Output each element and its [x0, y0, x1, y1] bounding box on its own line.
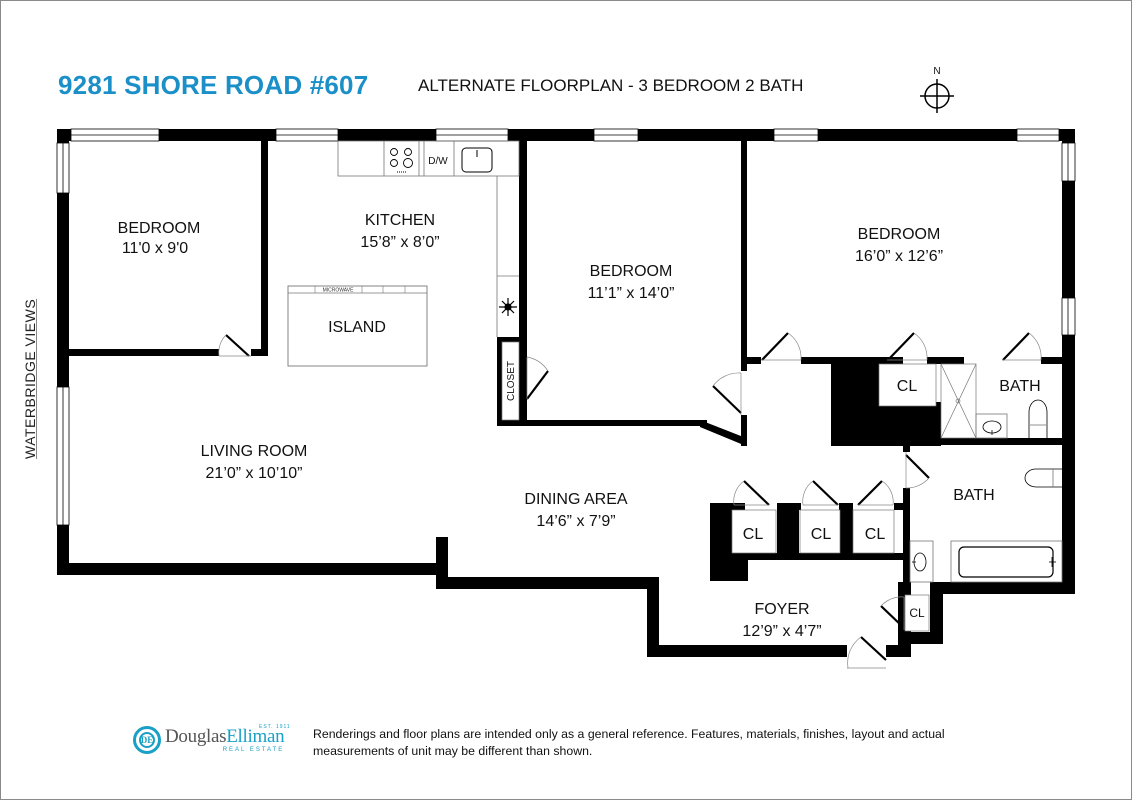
bath2-fixtures: [909, 468, 1063, 583]
footer: DE DouglasElliman REAL ESTATE EST. 1911 …: [133, 724, 993, 760]
stove-icon: [390, 148, 413, 173]
closet-label: CLOSET: [506, 361, 517, 401]
closet-label-4: CL: [865, 526, 886, 543]
bedroom-2-dims: 11’1” x 14’0”: [588, 285, 675, 302]
windows: [56, 128, 1076, 526]
bedroom-3-dims: 16’0” x 12’6”: [855, 248, 943, 265]
bath1-fixtures: [975, 399, 1048, 439]
compass-label: N: [933, 66, 940, 77]
closet-label-5: CL: [909, 606, 925, 620]
bedroom-3-name: BEDROOM: [858, 226, 941, 243]
closet-label-1: CL: [897, 378, 918, 395]
disclaimer-text: Renderings and floor plans are intended …: [313, 727, 945, 758]
closet-label-3: CL: [811, 526, 832, 543]
bedroom-1-dims: 11'0 x 9'0: [122, 240, 188, 257]
closet-label-2: CL: [743, 526, 764, 543]
microwave-label: MICROWAVE: [323, 288, 354, 294]
brand-established: EST. 1911: [259, 724, 291, 730]
shower-icon: [940, 363, 977, 439]
dining-area-dims: 14’6” x 7’9”: [536, 513, 615, 530]
kitchen-dims: 15’8” x 8’0”: [360, 234, 439, 251]
bedroom-1-name: BEDROOM: [118, 220, 201, 237]
foyer-name: FOYER: [754, 601, 809, 618]
property-title: 9281 SHORE ROAD #607: [58, 70, 369, 100]
room-labels: BEDROOM 11'0 x 9'0 KITCHEN 15’8” x 8’0” …: [118, 212, 1041, 640]
doors: [218, 332, 1042, 669]
refrigerator-icon: [499, 298, 517, 316]
brand-name: DouglasElliman: [165, 726, 285, 747]
brand-logo: DE DouglasElliman REAL ESTATE EST. 1911: [133, 724, 303, 754]
toilet-icon: [1028, 399, 1048, 438]
kitchen-counters: [337, 140, 520, 337]
bath-2-name: BATH: [953, 487, 994, 504]
bath-1-name: BATH: [999, 378, 1040, 395]
foyer-dims: 12’9” x 4’7”: [742, 623, 821, 640]
living-room-dims: 21’0” x 10’10”: [206, 465, 303, 482]
kitchen-island: MICROWAVE ISLAND: [287, 285, 428, 367]
sink-icon: [461, 147, 493, 173]
kitchen-name: KITCHEN: [365, 212, 435, 229]
brand-subtitle: REAL ESTATE: [222, 747, 285, 753]
bedroom-2-name: BEDROOM: [590, 263, 673, 280]
island-label: ISLAND: [328, 319, 386, 336]
north-compass-icon: N: [920, 66, 954, 113]
dishwasher-label: D/W: [428, 156, 448, 167]
living-room-name: LIVING ROOM: [201, 443, 308, 460]
dining-area-name: DINING AREA: [524, 491, 627, 508]
brand-mark-icon: DE: [133, 726, 161, 754]
closet-boxes: [501, 341, 937, 632]
floorplan-subtitle: ALTERNATE FLOORPLAN - 3 BEDROOM 2 BATH: [418, 76, 804, 95]
toilet-icon: [1024, 468, 1062, 488]
bathtub-icon: [950, 540, 1063, 583]
